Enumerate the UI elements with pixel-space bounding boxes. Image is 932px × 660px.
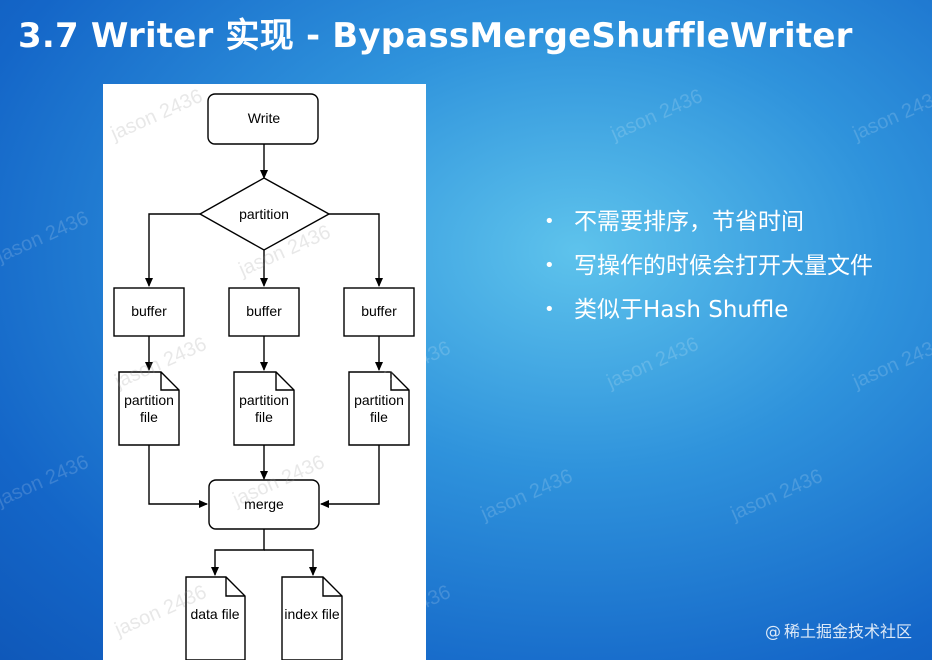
- flowchart-panel: Write partition buffer buffer buffer par…: [103, 84, 426, 660]
- watermark: jason 2436: [607, 85, 706, 145]
- watermark: jason 2436: [0, 207, 92, 267]
- watermark: jason 2436: [727, 465, 826, 525]
- bullet-text: 类似于Hash Shuffle: [574, 297, 789, 323]
- bullet-list: • 不需要排序，节省时间 • 写操作的时候会打开大量文件 • 类似于Hash Shuf…: [544, 204, 873, 336]
- data-file-node: [185, 576, 246, 660]
- arrow-merge-indexfile: [264, 549, 317, 576]
- watermark: jason 2436: [0, 451, 92, 511]
- partition-file-label-2b: file: [255, 409, 273, 425]
- bullet-dot-icon: •: [544, 211, 555, 232]
- bullet-dot-icon: •: [544, 255, 555, 276]
- bullet-item: • 写操作的时候会打开大量文件: [544, 248, 873, 292]
- watermark: jason 2436: [849, 85, 932, 145]
- arrow-partition-right: [329, 213, 383, 287]
- partition-file-node-1: [118, 371, 180, 446]
- data-file-label: data file: [190, 606, 239, 622]
- partition-file-label-3a: partition: [354, 392, 404, 408]
- index-file-node: [281, 576, 343, 660]
- partition-file-label-1b: file: [140, 409, 158, 425]
- bullet-text: 写操作的时候会打开大量文件: [574, 253, 873, 279]
- partition-file-label-2a: partition: [239, 392, 289, 408]
- flowchart: Write partition buffer buffer buffer par…: [113, 93, 415, 660]
- slide-title: 3.7 Writer 实现 - BypassMergeShuffleWriter: [18, 16, 853, 56]
- footer-site-name: 稀土掘金技术社区: [783, 622, 912, 641]
- partition-decision-node: [198, 177, 331, 251]
- partition-file-node-2: [233, 371, 295, 446]
- buffer-node-3: [343, 287, 415, 337]
- watermark: jason 2436: [477, 465, 576, 525]
- footer-watermark: @稀土掘金技术社区: [765, 618, 912, 642]
- index-file-label: index file: [284, 606, 339, 622]
- bullet-item: • 不需要排序，节省时间: [544, 204, 873, 248]
- merge-node: [208, 479, 320, 530]
- bullet-text: 不需要排序，节省时间: [574, 209, 804, 235]
- arrow-partition-left: [145, 213, 200, 287]
- bullet-dot-icon: •: [544, 299, 555, 320]
- arrow-file3-merge: [320, 445, 380, 508]
- buffer-label-3: buffer: [361, 303, 397, 319]
- buffer-node-1: [113, 287, 185, 337]
- bullet-item: • 类似于Hash Shuffle: [544, 292, 873, 336]
- merge-label: merge: [244, 496, 284, 512]
- buffer-node-2: [228, 287, 300, 337]
- at-icon: @: [764, 622, 781, 641]
- partition-file-node-3: [348, 371, 410, 446]
- watermark: jason 2436: [603, 333, 702, 393]
- partition-label: partition: [239, 206, 289, 222]
- buffer-label-1: buffer: [131, 303, 167, 319]
- arrow-file1-merge: [148, 445, 208, 508]
- arrow-merge-datafile: [211, 529, 265, 576]
- watermark: jason 2436: [849, 333, 932, 393]
- buffer-label-2: buffer: [246, 303, 282, 319]
- write-node: [207, 93, 319, 145]
- partition-file-label-3b: file: [370, 409, 388, 425]
- partition-file-label-1a: partition: [124, 392, 174, 408]
- write-label: Write: [248, 110, 281, 126]
